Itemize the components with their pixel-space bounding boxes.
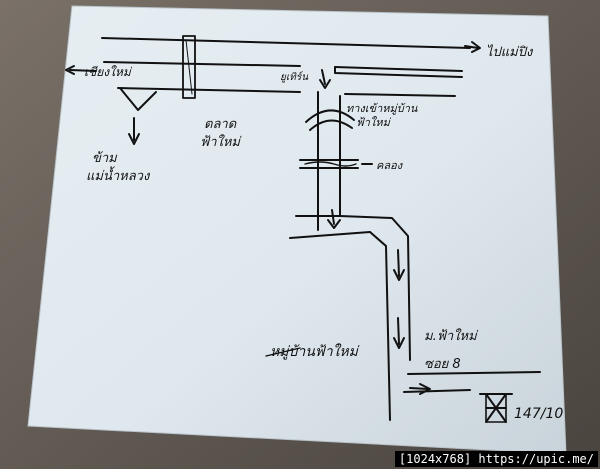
label-house-number: 147/10 bbox=[514, 406, 563, 422]
label-arch: ทางเข้าหมู่บ้าน ฟ้าใหม่ bbox=[346, 102, 421, 129]
label-arch-line2: ฟ้าใหม่ bbox=[356, 116, 392, 129]
label-soi: ซอย 8 bbox=[424, 357, 461, 372]
label-bridge: ข้าม แม่น้ำหลวง bbox=[86, 151, 151, 184]
label-market: ตลาด ฟ้าใหม่ bbox=[200, 117, 242, 150]
label-top-right-road: ไปแม่ปิง bbox=[486, 44, 534, 60]
label-bridge-line2: แม่น้ำหลวง bbox=[86, 166, 151, 184]
label-canal: คลอง bbox=[376, 159, 404, 172]
ink-drawing bbox=[65, 35, 541, 423]
label-village-right: ม.ฟ้าใหม่ bbox=[424, 328, 479, 344]
label-market-line1: ตลาด bbox=[204, 117, 237, 132]
label-market-line2: ฟ้าใหม่ bbox=[200, 134, 242, 150]
label-arch-line1: ทางเข้าหมู่บ้าน bbox=[346, 102, 418, 115]
watermark: [1024x768] https://upic.me/ bbox=[394, 451, 598, 467]
label-village: หมู่บ้านฟ้าใหม่ bbox=[270, 343, 360, 360]
label-bridge-line1: ข้าม bbox=[92, 151, 118, 166]
label-top-left-road: เชียงใหม่ bbox=[84, 65, 133, 79]
label-u-turn: ยูเทิร์น bbox=[280, 71, 309, 83]
